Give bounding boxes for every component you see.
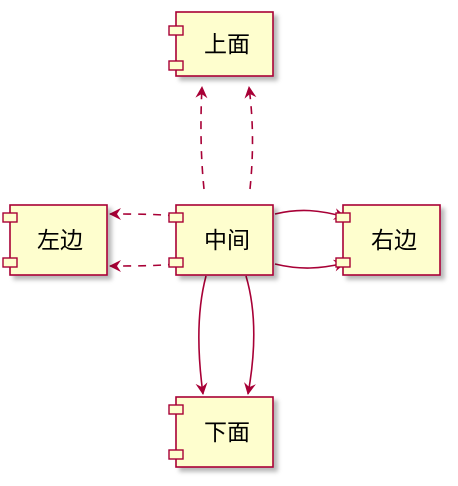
component-top[interactable]: 上面 xyxy=(168,11,274,77)
component-left-port-lower xyxy=(2,257,18,268)
component-center-port-upper xyxy=(168,212,184,223)
edge-center-to-right-1 xyxy=(274,208,346,220)
edge-center-to-left-2 xyxy=(109,259,177,272)
component-center[interactable]: 中间 xyxy=(168,204,274,276)
component-right-port-lower xyxy=(335,257,351,268)
component-bottom-port-lower xyxy=(168,449,184,460)
component-right-port-upper xyxy=(335,212,351,223)
edge-center-to-left-1 xyxy=(109,208,177,221)
component-right[interactable]: 右边 xyxy=(335,204,441,276)
edge-center-to-top-1 xyxy=(195,86,208,190)
edge-center-to-bottom-1 xyxy=(195,275,208,395)
component-bottom-label: 下面 xyxy=(204,420,250,446)
edge-center-to-right-2 xyxy=(274,259,346,272)
component-right-label: 右边 xyxy=(371,228,417,254)
edge-center-to-bottom-2 xyxy=(244,275,256,395)
component-top-port-upper xyxy=(168,25,184,36)
component-left-port-upper xyxy=(2,212,18,223)
component-bottom-port-upper xyxy=(168,404,184,415)
component-bottom[interactable]: 下面 xyxy=(168,396,274,468)
edge-center-to-top-2 xyxy=(244,86,257,190)
component-top-port-lower xyxy=(168,60,184,71)
component-left[interactable]: 左边 xyxy=(2,204,108,276)
component-left-label: 左边 xyxy=(37,228,83,254)
component-top-label: 上面 xyxy=(204,32,250,58)
component-center-label: 中间 xyxy=(204,228,250,254)
component-center-port-lower xyxy=(168,257,184,268)
